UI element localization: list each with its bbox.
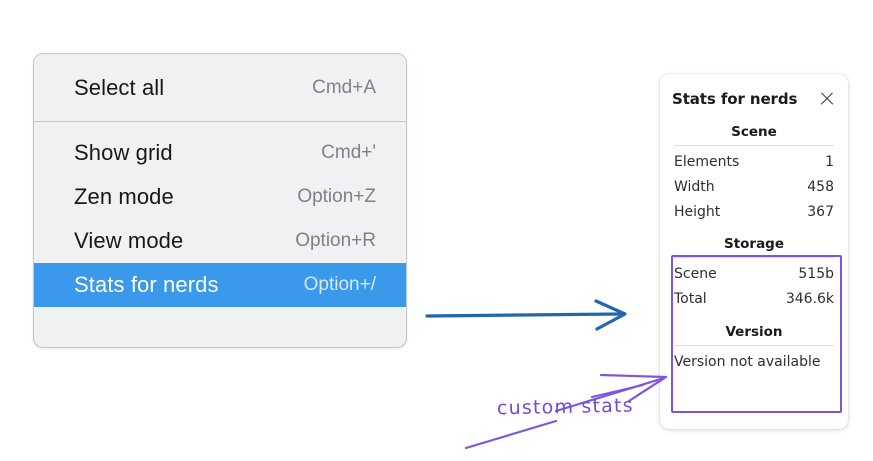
row-label: Total (674, 290, 707, 307)
menu-item-shortcut: Cmd+A (312, 77, 376, 98)
spacer (672, 311, 836, 320)
menu-item-zen-mode[interactable]: Zen mode Option+Z (34, 175, 406, 219)
section-rule (674, 256, 834, 258)
context-menu[interactable]: Select all Cmd+A Show grid Cmd+' Zen mod… (33, 53, 407, 348)
section-rule (674, 145, 834, 146)
stats-panel-titlebar: Stats for nerds (672, 74, 836, 120)
stats-section-scene: Scene Elements 1 Width 458 Height 367 (672, 120, 836, 225)
table-row: Total 346.6k (672, 287, 836, 312)
version-note: Version not available (674, 354, 821, 371)
menu-item-select-all[interactable]: Select all Cmd+A (34, 66, 406, 110)
menu-item-show-grid[interactable]: Show grid Cmd+' (34, 131, 406, 175)
row-value: 458 (807, 178, 834, 195)
menu-group-2: Show grid Cmd+' Zen mode Option+Z View m… (34, 122, 406, 318)
stats-for-nerds-panel: Stats for nerds Scene Elements 1 Width 4… (660, 74, 848, 429)
section-heading: Scene (731, 124, 777, 140)
handwritten-note: custom stats (496, 394, 634, 420)
purple-underline-stroke (464, 419, 558, 450)
spacer (672, 225, 836, 232)
menu-item-label: Stats for nerds (74, 272, 219, 297)
menu-item-view-mode[interactable]: View mode Option+R (34, 219, 406, 263)
menu-divider (34, 121, 406, 122)
menu-group-1: Select all Cmd+A (34, 54, 406, 121)
row-label: Width (674, 178, 715, 195)
section-heading: Storage (723, 235, 785, 252)
menu-item-shortcut: Option+R (295, 230, 376, 251)
row-label: Elements (674, 154, 740, 170)
stats-section-storage: Storage Scene 515b Total 346.6k (672, 232, 836, 312)
row-label: Height (674, 203, 721, 220)
section-heading: Version (725, 324, 783, 341)
close-icon[interactable] (818, 90, 836, 108)
stats-panel-title: Stats for nerds (672, 90, 798, 108)
row-value: 1 (825, 154, 834, 170)
table-row: Elements 1 (672, 150, 836, 175)
table-row: Scene 515b (672, 262, 836, 287)
blue-arrow (425, 299, 627, 331)
row-value: 515b (798, 265, 834, 282)
menu-item-shortcut: Option+Z (297, 186, 376, 207)
menu-item-label: Select all (74, 75, 165, 100)
menu-item-shortcut: Cmd+' (321, 142, 376, 163)
row-value: 367 (807, 203, 834, 220)
menu-item-shortcut: Option+/ (303, 274, 376, 295)
table-row: Height 367 (672, 200, 836, 225)
row-value: 346.6k (785, 290, 834, 307)
menu-item-stats-for-nerds[interactable]: Stats for nerds Option+/ (34, 263, 406, 307)
menu-item-label: View mode (74, 228, 184, 253)
section-rule (674, 345, 834, 347)
table-row: Width 458 (672, 175, 836, 200)
menu-item-label: Zen mode (74, 184, 174, 209)
menu-item-label: Show grid (74, 140, 173, 165)
row-label: Scene (674, 265, 717, 282)
stats-section-version: Version Version not available (672, 320, 836, 374)
